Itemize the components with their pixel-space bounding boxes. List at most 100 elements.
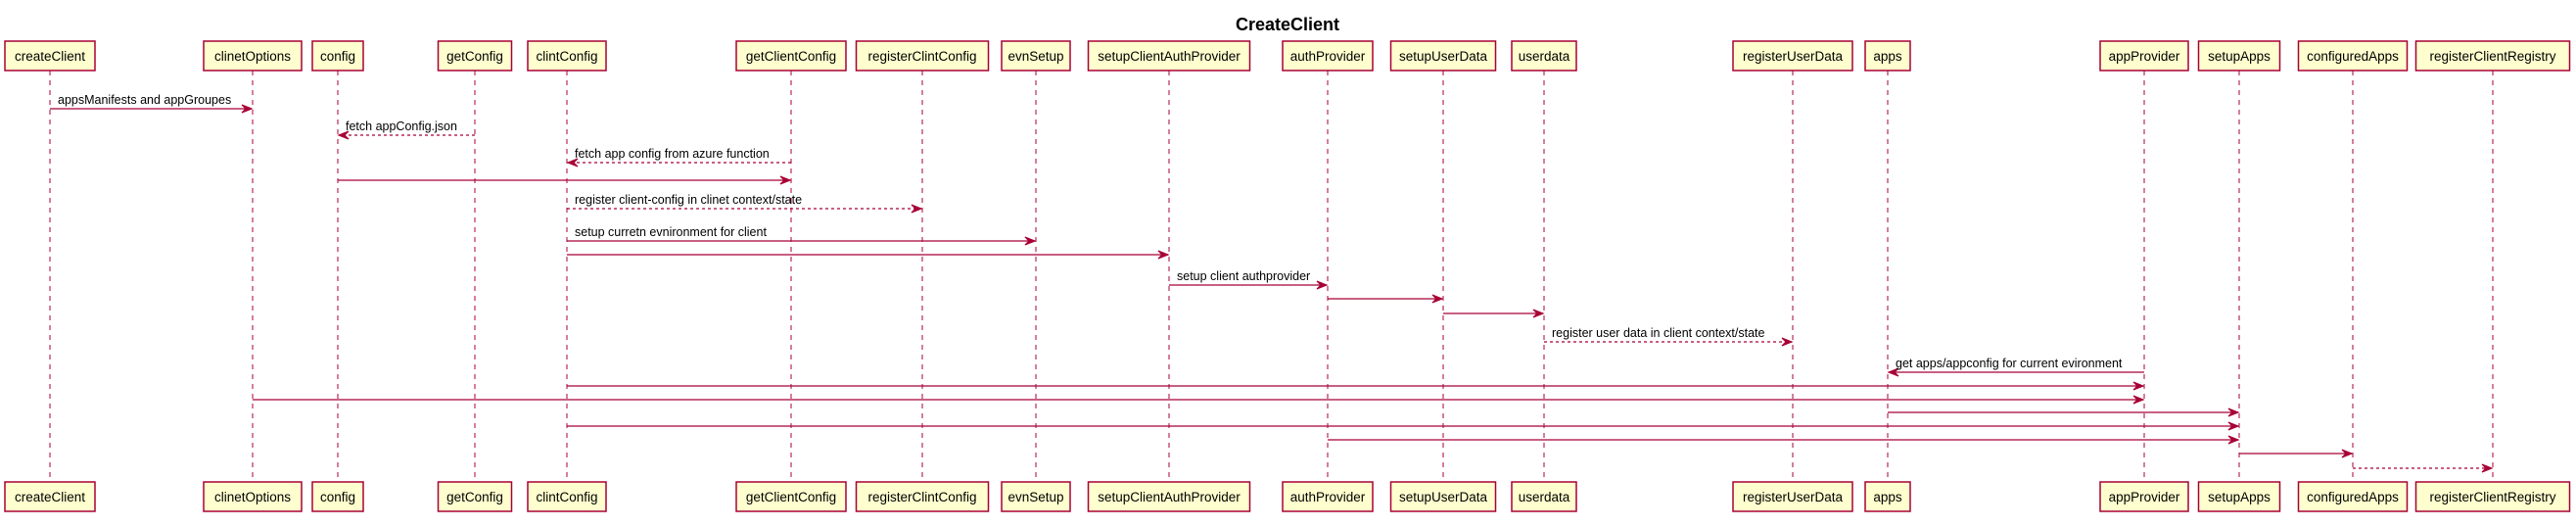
participant-setup-apps-top: setupApps [2197,40,2281,72]
participant-label: setupUserData [1399,490,1488,504]
message-label: register client-config in clinet context… [575,193,802,207]
participant-box [2197,40,2281,72]
participant-create-client-bottom: createClient [4,481,96,512]
participant-box [2099,40,2189,72]
message-label: appsManifests and appGroupes [58,93,231,107]
participant-setup-user-data-bottom: setupUserData [1389,481,1497,512]
participant-clinet-options-top: clinetOptions [203,40,303,72]
message-label: get apps/appconfig for current evironmen… [1896,357,2123,370]
message-14 [253,395,2145,405]
arrowhead-icon [1157,250,1170,260]
participant-box [1087,481,1251,512]
participant-setup-apps-bottom: setupApps [2197,481,2281,512]
participant-get-client-config-bottom: getClientConfig [735,481,847,512]
participant-label: evnSetup [1007,49,1063,64]
participant-box [1511,40,1577,72]
arrowhead-icon [2132,381,2145,391]
arrowhead-icon [2227,407,2240,417]
participant-clint-config-bottom: clintConfig [527,481,607,512]
participant-box [1864,40,1911,72]
participant-box [1282,481,1374,512]
message-11: register user data in client context/sta… [1544,326,1794,347]
participant-box [1511,481,1577,512]
message-2: fetch appConfig.json [337,120,475,140]
message-10 [1443,309,1545,318]
participant-label: getConfig [446,490,503,504]
participant-box [1732,481,1853,512]
message-13 [567,381,2145,391]
participant-box [855,40,990,72]
participant-register-user-data-bottom: registerUserData [1732,481,1853,512]
participant-label: setupClientAuthProvider [1098,49,1241,64]
arrowhead-icon [779,175,792,185]
arrowhead-icon [337,130,350,140]
participant-setup-client-auth-provider-top: setupClientAuthProvider [1087,40,1251,72]
message-3: fetch app config from azure function [566,147,791,168]
participant-register-client-registry-bottom: registerClientRegistry [2414,481,2571,512]
participant-box [1001,40,1071,72]
message-9 [1328,294,1444,304]
participant-label: setupClientAuthProvider [1098,490,1241,504]
participant-configured-apps-bottom: configuredApps [2297,481,2409,512]
participant-userdata-top: userdata [1511,40,1577,72]
participant-label: appProvider [2109,490,2180,504]
participant-box [2099,481,2189,512]
participant-box [203,40,303,72]
arrowhead-icon [911,204,923,214]
message-4 [338,175,792,185]
participant-box [527,40,607,72]
participant-config-top: config [311,40,364,72]
arrowhead-icon [2227,421,2240,431]
participant-box [311,481,364,512]
participant-label: getClientConfig [746,49,836,64]
participant-label: registerClintConfig [867,49,976,64]
participant-label: getClientConfig [746,490,836,504]
participant-box [2197,481,2281,512]
participant-register-clint-config-top: registerClintConfig [855,40,990,72]
message-label: setup client authprovider [1177,269,1310,283]
participant-box [2297,40,2409,72]
message-label: setup curretn evnironment for client [575,225,767,239]
message-1: appsManifests and appGroupes [50,93,254,114]
message-18 [2239,449,2354,458]
arrowhead-icon [241,104,254,114]
participant-label: authProvider [1290,49,1366,64]
participant-evn-setup-bottom: evnSetup [1001,481,1071,512]
participant-box [735,481,847,512]
participant-label: configuredApps [2307,49,2399,64]
message-7 [567,250,1170,260]
participant-label: setupApps [2208,490,2271,504]
participant-auth-provider-bottom: authProvider [1282,481,1374,512]
participant-label: getConfig [446,49,503,64]
participant-label: clintConfig [536,490,597,504]
arrowhead-icon [1024,236,1037,246]
message-8: setup client authprovider [1169,269,1329,290]
arrowhead-icon [1781,337,1794,347]
arrowhead-icon [1316,280,1329,290]
participant-box [1282,40,1374,72]
participant-app-provider-bottom: appProvider [2099,481,2189,512]
arrowhead-icon [2132,395,2145,405]
participant-config-bottom: config [311,481,364,512]
participant-label: userdata [1519,490,1570,504]
participant-label: setupApps [2208,49,2271,64]
participant-get-config-bottom: getConfig [437,481,513,512]
participant-box [735,40,847,72]
message-19 [2353,463,2494,473]
participant-label: clinetOptions [214,49,291,64]
participant-evn-setup-top: evnSetup [1001,40,1071,72]
arrowhead-icon [2227,435,2240,445]
participant-apps-top: apps [1864,40,1911,72]
arrowhead-icon [2341,449,2354,458]
participant-label: registerClintConfig [867,490,976,504]
diagram-title: CreateClient [1236,15,1339,34]
participant-box [1087,40,1251,72]
participant-apps-bottom: apps [1864,481,1911,512]
message-label: fetch appConfig.json [346,120,457,133]
participant-box [2414,481,2571,512]
participant-app-provider-top: appProvider [2099,40,2189,72]
participant-label: createClient [15,49,85,64]
participant-label: apps [1873,49,1902,64]
message-17 [1328,435,2240,445]
participant-label: appProvider [2109,49,2180,64]
